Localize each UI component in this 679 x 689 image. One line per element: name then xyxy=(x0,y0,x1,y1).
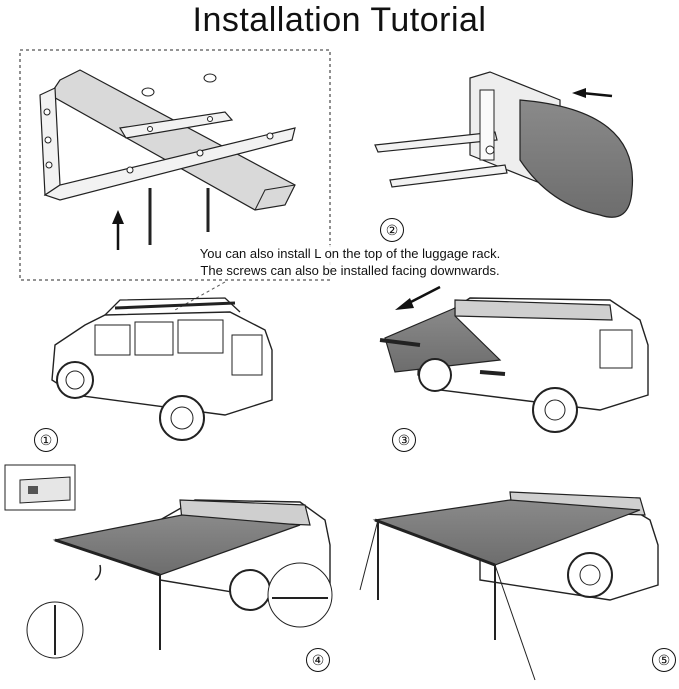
step3-car-illustration xyxy=(379,285,649,433)
step1-car-illustration xyxy=(51,297,273,441)
step-1-badge: ① xyxy=(34,428,58,452)
step-3-badge: ③ xyxy=(392,428,416,452)
step4-illustration xyxy=(4,464,333,659)
page-title: Installation Tutorial xyxy=(192,1,487,39)
step-4-badge: ④ xyxy=(306,648,330,672)
step5-illustration xyxy=(359,491,659,681)
step2-illustration xyxy=(374,71,634,218)
step-2-badge: ② xyxy=(380,218,404,242)
install-note: You can also install L on the top of the… xyxy=(160,245,540,279)
install-note-line-2: The screws can also be installed facing … xyxy=(200,263,500,278)
install-note-line-1: You can also install L on the top of the… xyxy=(199,246,501,261)
bracket-detail-panel xyxy=(19,49,331,281)
step-5-badge: ⑤ xyxy=(652,648,676,672)
